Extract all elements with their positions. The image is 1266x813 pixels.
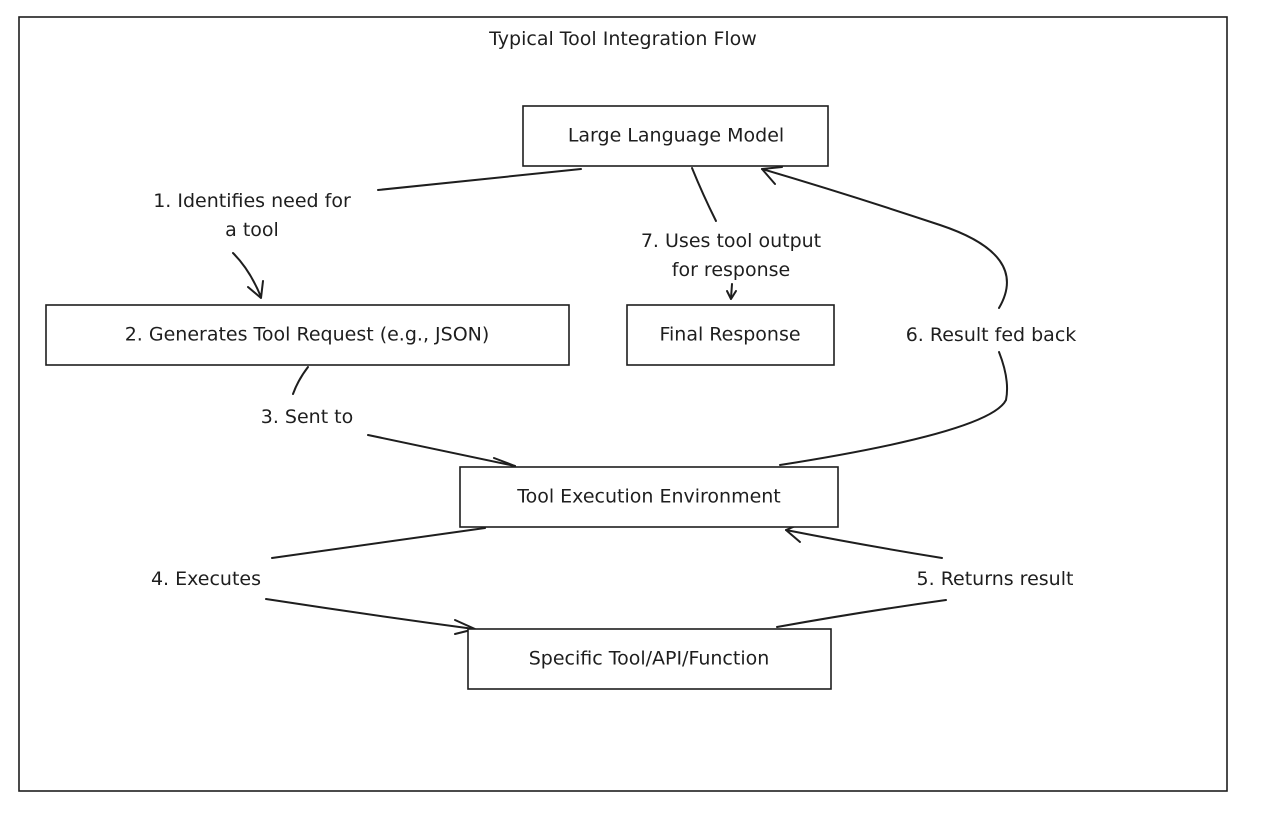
arrowhead-icon [247, 280, 264, 299]
edge-line [271, 527, 486, 559]
edge-line [776, 599, 947, 628]
edge-result-fed-back [761, 166, 1009, 466]
edge-label-identifies-2: a tool [225, 219, 279, 241]
edge-line [232, 252, 262, 298]
edge-line [367, 434, 516, 467]
arrowhead-icon [761, 166, 783, 185]
edge-line [730, 283, 733, 299]
node-generates-tool-request: 2. Generates Tool Request (e.g., JSON) [45, 304, 570, 366]
edge-line [761, 168, 1008, 309]
node-label: Specific Tool/API/Function [529, 648, 770, 670]
node-label: Final Response [659, 324, 800, 346]
node-label: Large Language Model [568, 125, 784, 147]
edge-line [265, 598, 475, 630]
edge-label-fed-back: 6. Result fed back [906, 324, 1077, 346]
arrowhead-icon [726, 290, 737, 300]
edge-line [785, 529, 943, 559]
edge-label-sent-to: 3. Sent to [261, 406, 354, 428]
diagram-title: Typical Tool Integration Flow [488, 28, 757, 50]
edge-label-uses-2: for response [672, 259, 790, 281]
edge-executes [265, 527, 486, 635]
edge-uses-output [691, 167, 737, 300]
edge-label-returns: 5. Returns result [917, 568, 1074, 590]
edge-label-uses-1: 7. Uses tool output [641, 230, 821, 252]
edge-label-executes: 4. Executes [151, 568, 261, 590]
edge-identifies-need [232, 168, 582, 299]
node-label: Tool Execution Environment [516, 486, 781, 508]
edge-line [691, 167, 717, 222]
edge-line [292, 366, 309, 395]
diagram-frame [18, 16, 1228, 792]
node-final-response: Final Response [626, 304, 835, 366]
node-tool-execution-environment: Tool Execution Environment [459, 466, 839, 528]
node-specific-tool: Specific Tool/API/Function [467, 628, 832, 690]
edge-line [377, 168, 582, 191]
node-label: 2. Generates Tool Request (e.g., JSON) [125, 324, 490, 346]
edge-line [779, 351, 1009, 466]
node-large-language-model: Large Language Model [522, 105, 829, 167]
edge-label-identifies-1: 1. Identifies need for [153, 190, 351, 212]
